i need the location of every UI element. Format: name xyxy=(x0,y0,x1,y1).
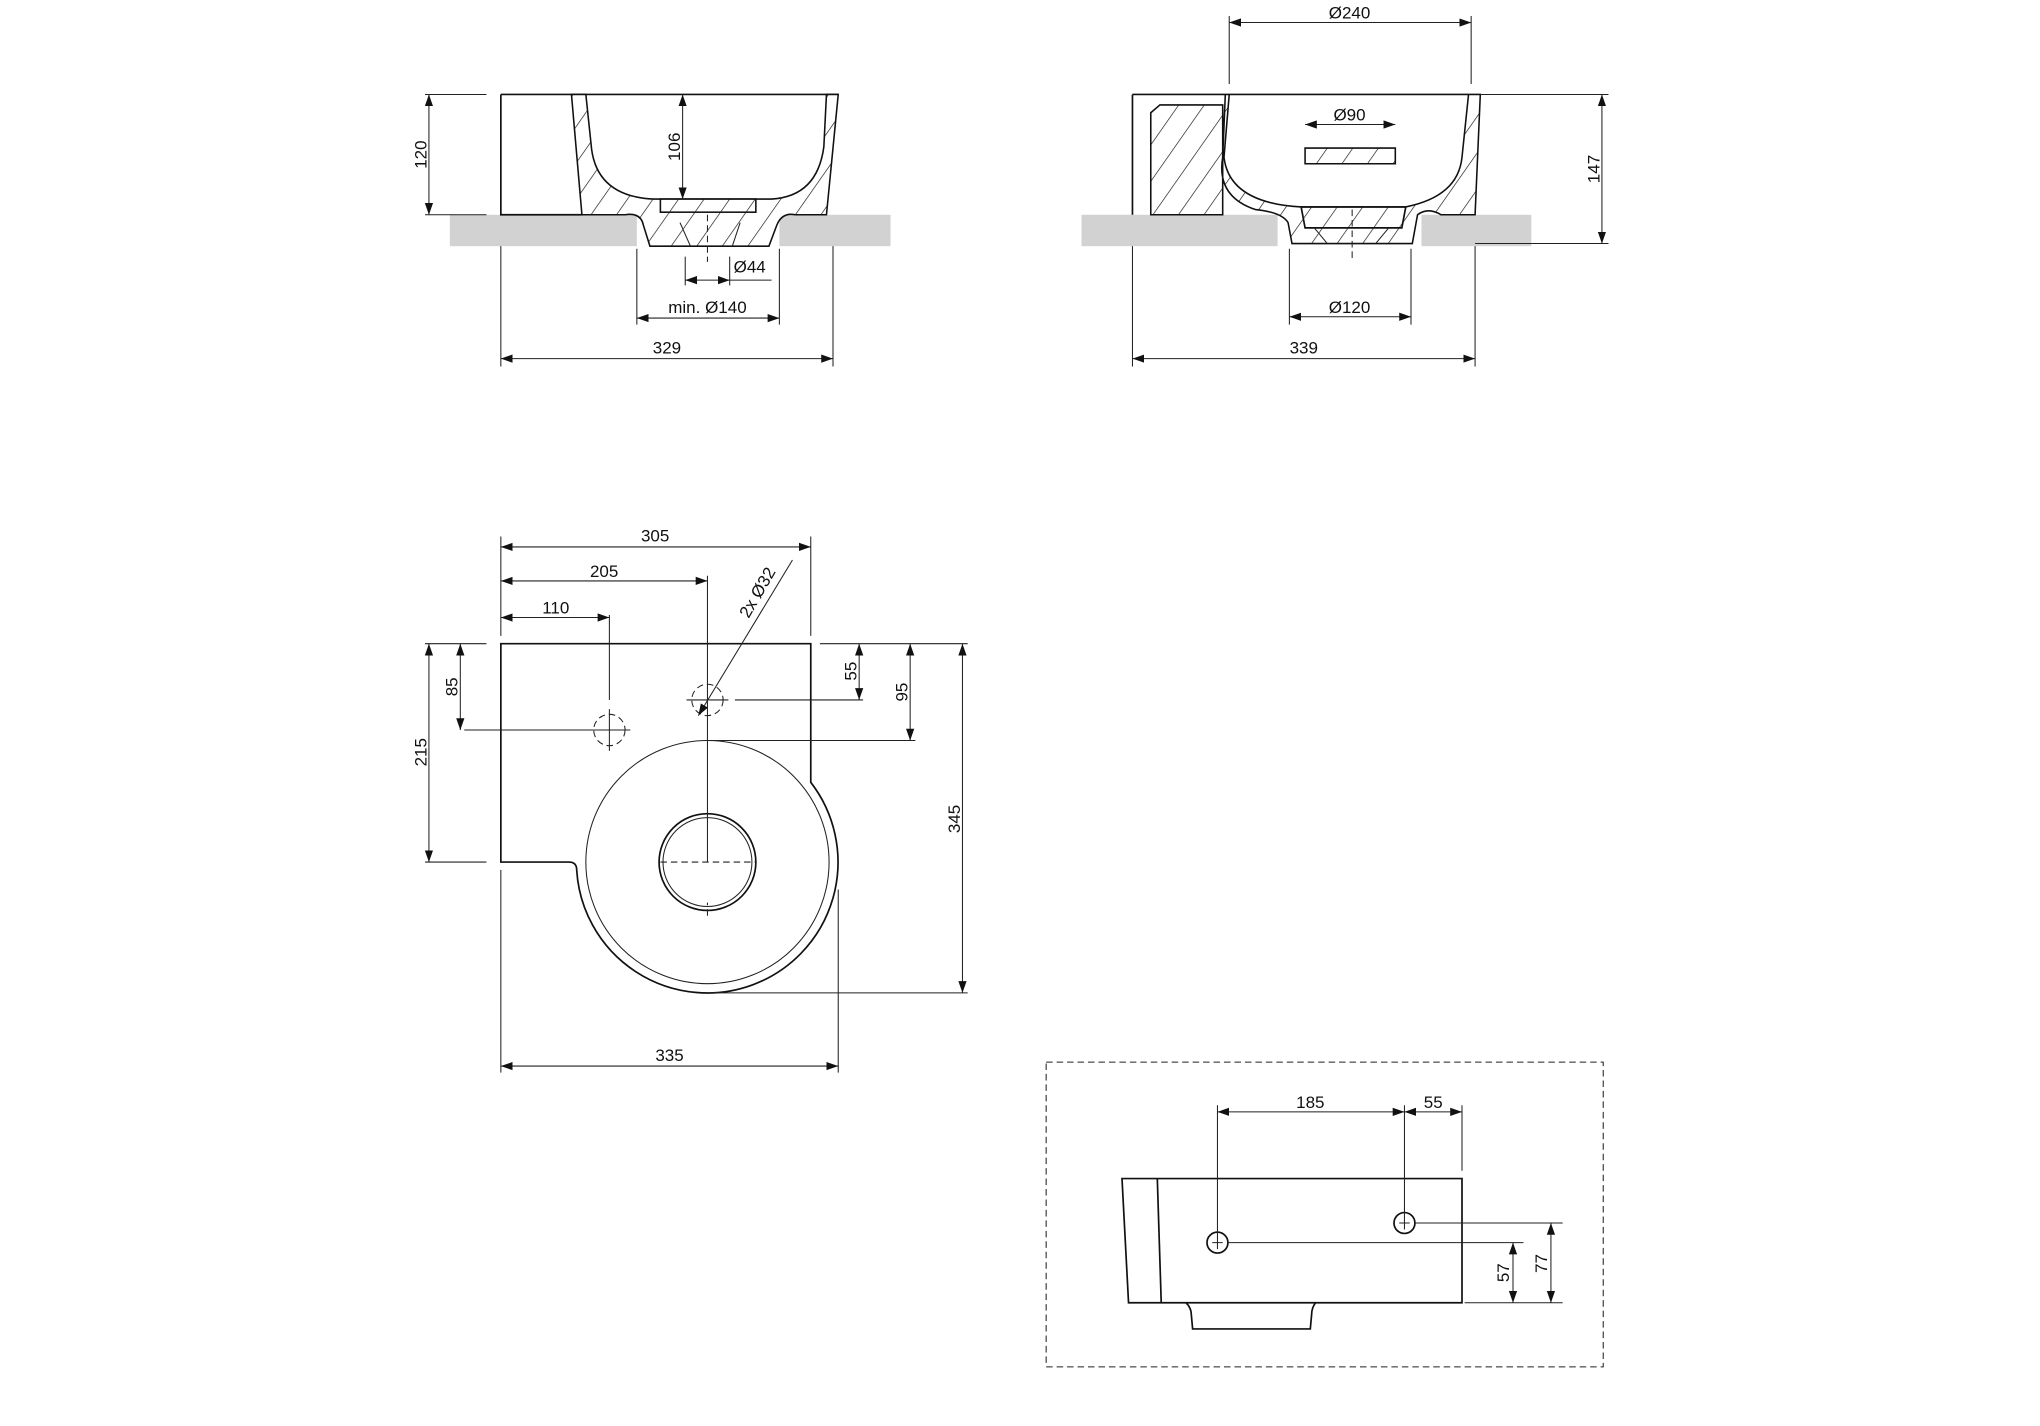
dim-bowl-start-label: 95 xyxy=(893,683,912,702)
dim-overflow-label: Ø90 xyxy=(1333,106,1365,125)
rear-view-frame xyxy=(1045,1061,1604,1368)
rear-drain-foot xyxy=(1185,1302,1317,1330)
dim-hole1-depth-label: 85 xyxy=(443,677,462,696)
plan-view: 2x Ø32 305 205 110 85 215 55 95 345 335 xyxy=(411,527,968,1073)
dim-base-diameter-label: Ø120 xyxy=(1329,298,1371,317)
dim-top-width-label: 305 xyxy=(641,527,669,546)
countertop-right xyxy=(1421,214,1532,247)
front-drain-insert xyxy=(659,198,757,213)
dim-hole-edge-label: 55 xyxy=(1424,1093,1443,1112)
side-drain-outlet xyxy=(1313,227,1390,244)
dim-hole-spacing-label: 185 xyxy=(1296,1093,1324,1112)
drain-centerline xyxy=(660,861,756,916)
tap-hole-leader xyxy=(697,559,793,716)
dim-hole1-offset-label: 110 xyxy=(542,599,569,618)
dim-side-height-label: 147 xyxy=(1584,155,1603,183)
front-drain-outlet xyxy=(666,211,751,247)
dim-total-depth-label: 345 xyxy=(945,805,964,833)
rear-body-outline xyxy=(1121,1177,1463,1304)
dim-front-height-label: 120 xyxy=(411,140,430,168)
dim-front-width-label: 329 xyxy=(653,338,681,357)
dim-left-depth-label: 215 xyxy=(411,738,430,766)
front-section-view: 120 106 Ø44 min. Ø140 329 xyxy=(411,93,891,367)
dim-hole2-height-label: 77 xyxy=(1532,1254,1551,1273)
dim-hole2-offset-label: 205 xyxy=(590,562,618,581)
dim-drain-diameter-label: Ø44 xyxy=(734,257,766,276)
countertop-left xyxy=(449,214,637,247)
front-body-outline xyxy=(499,93,839,216)
dim-total-width-label: 335 xyxy=(655,1046,683,1065)
side-drain-insert xyxy=(1300,206,1407,229)
dim-cutout-label: min. Ø140 xyxy=(668,298,746,317)
overflow-section xyxy=(1304,147,1397,165)
dim-hole2-depth-label: 55 xyxy=(842,662,861,681)
tap-hole-1-cross xyxy=(588,709,631,751)
dim-hole1-height-label: 57 xyxy=(1494,1263,1513,1282)
countertop-left xyxy=(1081,214,1278,247)
dim-basin-diameter-label: Ø240 xyxy=(1329,4,1371,23)
rear-side-edge xyxy=(1156,1178,1163,1303)
side-section-view: Ø240 Ø90 147 Ø120 339 xyxy=(1081,4,1609,367)
side-wall-section xyxy=(1132,93,1482,245)
plan-outline xyxy=(499,642,839,994)
rear-view: 185 55 57 77 xyxy=(1045,1061,1604,1368)
dim-basin-depth-label: 106 xyxy=(665,133,684,161)
dim-side-width-label: 339 xyxy=(1290,338,1318,357)
front-basin-wall-section xyxy=(570,93,840,247)
countertop-right xyxy=(779,214,891,247)
